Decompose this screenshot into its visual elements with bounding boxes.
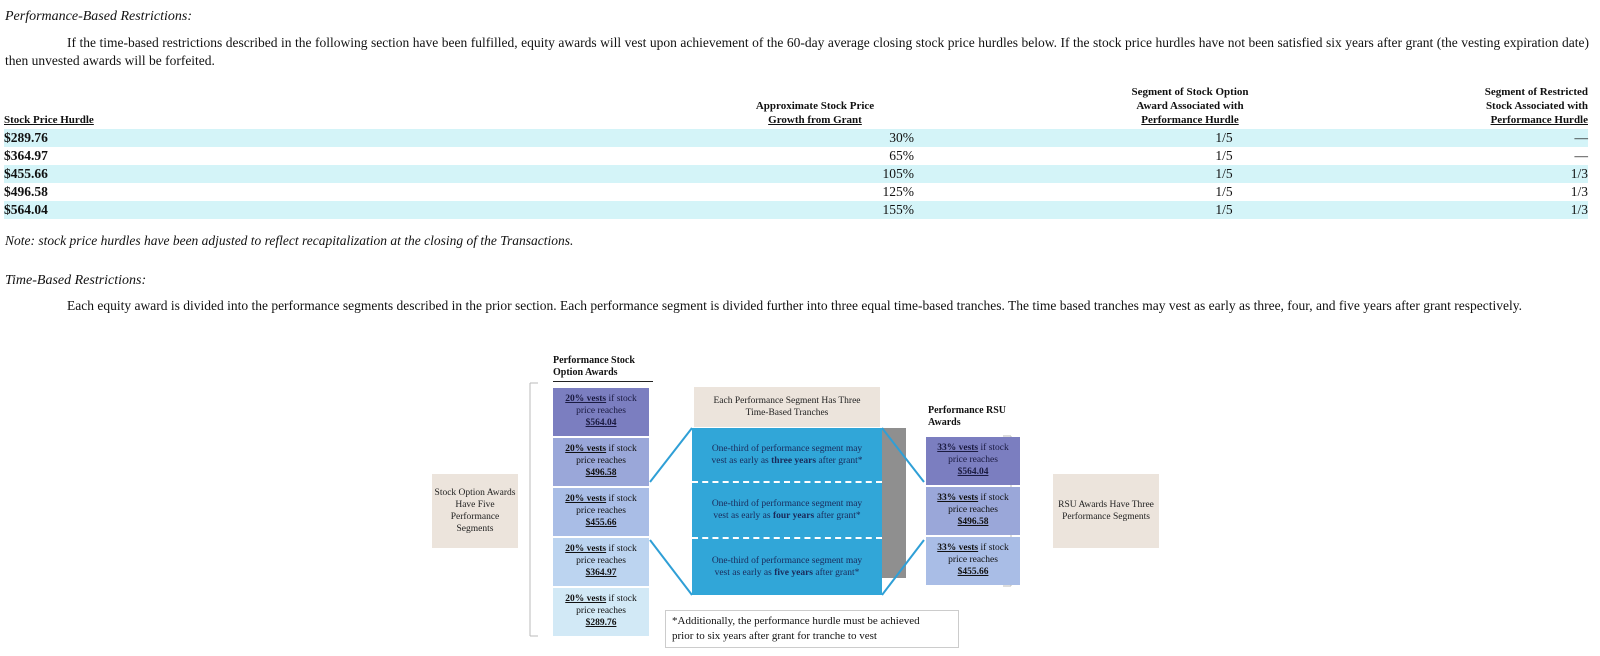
right-segment-label: RSU Awards Have Three Performance Segmen… <box>1053 474 1159 548</box>
option-column-header: Performance Stock Option Awards <box>553 355 653 382</box>
header-restricted-segment: Segment of Restricted Stock Associated w… <box>1484 86 1588 126</box>
diagram-footnote: *Additionally, the performance hurdle mu… <box>665 610 959 648</box>
performance-paragraph-text: If the time-based restrictions described… <box>5 35 1589 68</box>
left-segment-label: Stock Option Awards Have Five Performanc… <box>432 474 518 548</box>
rsu-column-header: Performance RSU Awards <box>928 405 1007 428</box>
option-segment-box: 20% vests if stock price reaches $496.58 <box>553 438 649 486</box>
header-option-segment: Segment of Stock Option Award Associated… <box>1131 86 1249 126</box>
time-paragraph-text: Each equity award is divided into the pe… <box>67 298 1523 313</box>
table-note: Note: stock price hurdles have been adju… <box>5 233 574 248</box>
rsu-segment-box: 33% vests if stock price reaches $564.04 <box>926 437 1020 485</box>
time-paragraph: Each equity award is divided into the pe… <box>5 297 1589 315</box>
rsu-segment-box: 33% vests if stock price reaches $496.58 <box>926 487 1020 535</box>
header-stock-price-hurdle: Stock Price Hurdle <box>4 114 94 126</box>
performance-heading: Performance-Based Restrictions: <box>5 9 193 24</box>
option-segment-box: 20% vests if stock price reaches $364.97 <box>553 538 649 586</box>
time-heading: Time-Based Restrictions: <box>5 273 147 288</box>
rsu-segment-box: 33% vests if stock price reaches $455.66 <box>926 537 1020 585</box>
option-segment-box: 20% vests if stock price reaches $564.04 <box>553 388 649 436</box>
option-segment-box: 20% vests if stock price reaches $289.76 <box>553 588 649 636</box>
performance-paragraph: If the time-based restrictions described… <box>5 34 1589 70</box>
header-approx-growth: Approximate Stock Price Growth from Gran… <box>755 100 875 126</box>
option-segment-box: 20% vests if stock price reaches $455.66 <box>553 488 649 536</box>
